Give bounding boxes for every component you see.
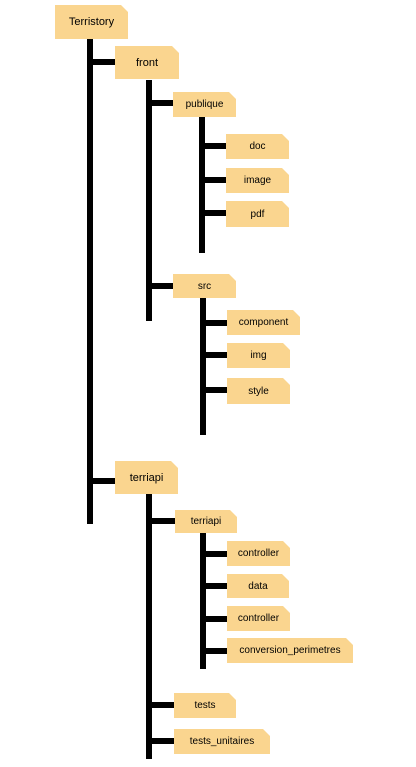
connector-line [203, 320, 229, 326]
folder-node-pdf: pdf [226, 201, 289, 227]
folder-node-image: image [226, 168, 289, 193]
folder-node-terriapi-sub: terriapi [175, 510, 237, 533]
folder-node-controller-2: controller [227, 606, 290, 631]
folder-node-controller-1: controller [227, 541, 290, 566]
folder-node-component: component [227, 310, 300, 335]
folder-node-style: style [227, 378, 290, 404]
connector-line [203, 648, 229, 654]
connector-line [203, 352, 229, 358]
connector-line [149, 702, 176, 708]
connector-line [202, 210, 228, 216]
connector-line [149, 100, 174, 106]
folder-node-data: data [227, 574, 289, 598]
connector-line [202, 177, 228, 183]
folder-node-front: front [115, 46, 179, 79]
folder-node-publique: publique [173, 92, 236, 117]
folder-node-terriapi-top: terriapi [115, 461, 178, 494]
folder-node-root: Terristory [55, 5, 128, 39]
connector-line [203, 616, 229, 622]
connector-line [149, 738, 176, 744]
connector-line [199, 117, 205, 253]
folder-node-doc: doc [226, 134, 289, 159]
connector-line [203, 551, 229, 557]
folder-node-src: src [173, 274, 236, 298]
connector-line [203, 583, 229, 589]
folder-node-conversion-perimetres: conversion_perimetres [227, 638, 353, 663]
connector-line [149, 518, 176, 524]
connector-line [203, 387, 229, 393]
folder-node-tests: tests [174, 693, 236, 718]
connector-line [200, 298, 206, 435]
folder-node-img: img [227, 343, 290, 368]
connector-line [146, 80, 152, 321]
connector-line [90, 478, 117, 484]
folder-node-tests-unitaires: tests_unitaires [174, 729, 270, 754]
connector-line [149, 283, 174, 289]
connector-line [146, 493, 152, 759]
connector-line [202, 143, 228, 149]
connector-line [90, 59, 117, 65]
connector-line [87, 38, 93, 524]
connector-line [200, 532, 206, 669]
